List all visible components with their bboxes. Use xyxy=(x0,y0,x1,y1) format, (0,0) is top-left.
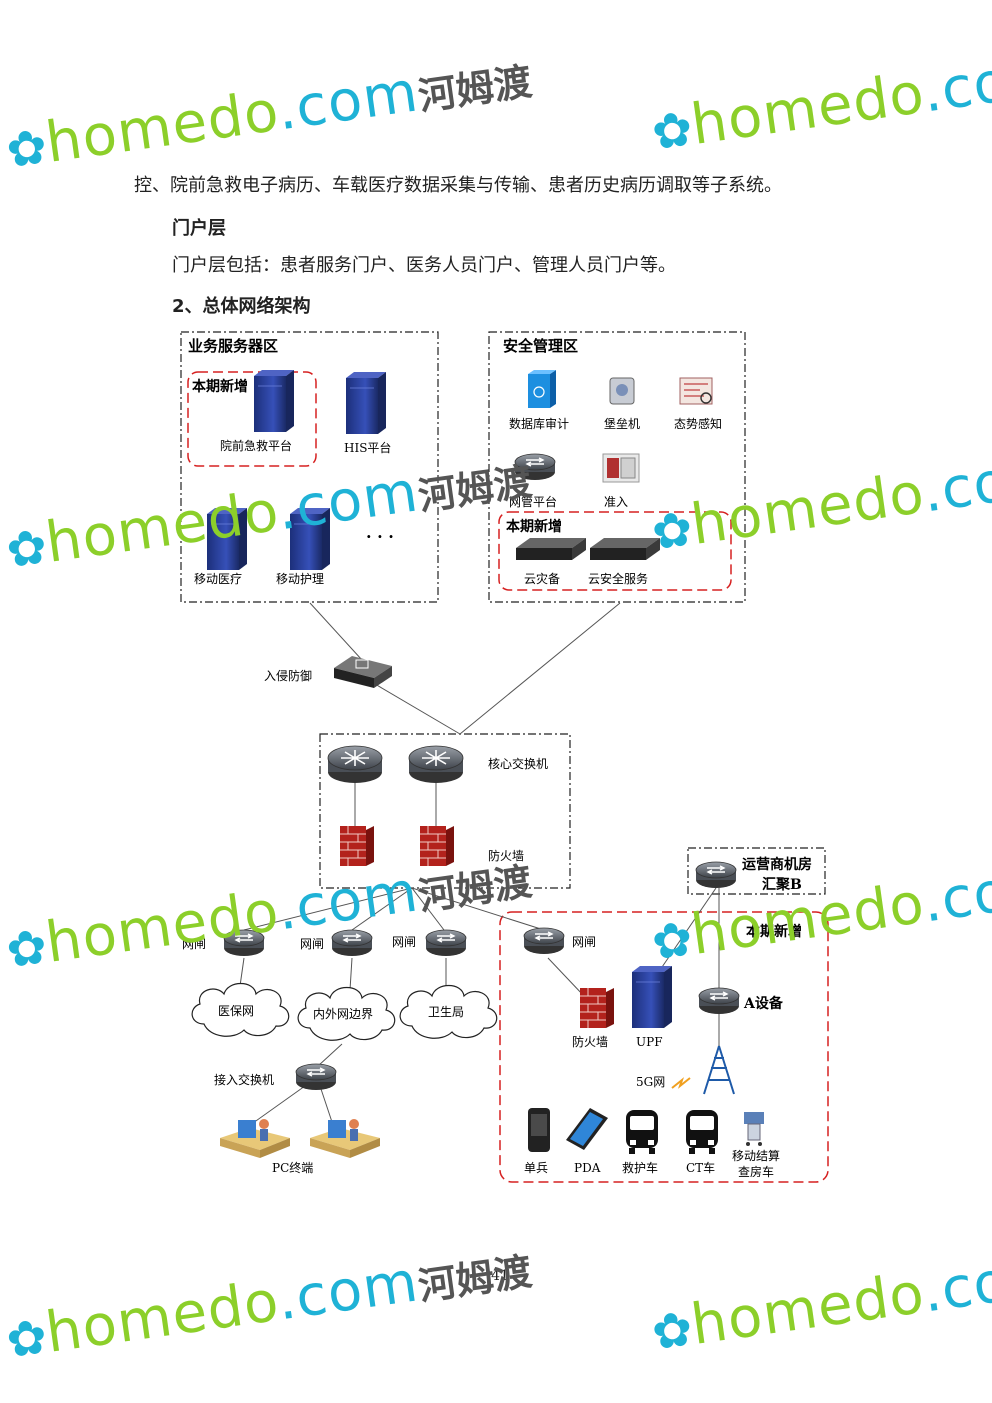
pc-terminal-label: PC终端 xyxy=(272,1160,313,1175)
core-switch-1-icon xyxy=(327,745,383,784)
pc-terminal-2-icon xyxy=(310,1119,380,1158)
gateway-2-icon xyxy=(331,929,373,957)
ips-appliance-icon xyxy=(334,656,392,688)
boundary-label: 内外网边界 xyxy=(313,1007,373,1021)
firewall-1-icon xyxy=(339,825,375,867)
signal-bolt-icon xyxy=(671,1077,691,1089)
netmgmt-router-icon xyxy=(514,453,556,481)
db-audit-icon xyxy=(528,370,556,408)
mobile-medical-label: 移动医疗 xyxy=(194,572,242,586)
cloud-security-appliance-icon xyxy=(590,538,660,560)
operator-router-icon xyxy=(695,861,737,889)
zone-security-label: 安全管理区 xyxy=(503,337,578,355)
upf-label: UPF xyxy=(636,1035,663,1049)
firewall-2-icon xyxy=(419,825,455,867)
bastion-icon xyxy=(609,377,635,405)
paragraph-continuation: 控、院前急救电子病历、车载医疗数据采集与传输、患者历史病历调取等子系统。 xyxy=(134,175,782,196)
gateway-1-label: 网闸 xyxy=(182,937,206,951)
firewall-5g-icon xyxy=(579,987,615,1029)
paragraph-portal-layer: 门户层包括：患者服务门户、医务人员门户、管理人员门户等。 xyxy=(172,255,676,276)
operator-label-line1: 运营商机房 xyxy=(742,856,812,873)
situation-awareness-icon xyxy=(679,377,713,405)
operator-box xyxy=(687,847,826,895)
prehospital-label: 院前急救平台 xyxy=(220,438,292,453)
mobile-cart-icon xyxy=(744,1112,764,1146)
cloud-security-label: 云安全服务 xyxy=(588,571,648,586)
gateway-3-label: 网闸 xyxy=(392,935,416,949)
netmgmt-label: 网管平台 xyxy=(509,494,557,509)
gateway-4-icon xyxy=(523,927,565,955)
heading-network-architecture: 2、总体网络架构 xyxy=(172,296,311,317)
gateway-4-label: 网闸 xyxy=(572,935,596,949)
new-label-business: 本期新增 xyxy=(192,378,248,395)
mobile-medical-server-icon xyxy=(206,507,248,571)
firewall-label: 防火墙 xyxy=(488,848,524,863)
ips-label: 入侵防御 xyxy=(264,668,312,683)
pda-label: PDA xyxy=(574,1161,601,1175)
cloud-backup-appliance-icon xyxy=(516,538,586,560)
his-label: HIS平台 xyxy=(344,440,391,455)
a-device-label: A设备 xyxy=(743,995,784,1012)
firewall-5g-label: 防火墙 xyxy=(572,1034,608,1049)
health-bureau-label: 卫生局 xyxy=(428,1005,464,1019)
soldier-device-icon xyxy=(528,1108,550,1152)
cart-label-line2: 查房车 xyxy=(738,1164,774,1179)
ambulance-icon xyxy=(626,1110,658,1154)
new-box-business xyxy=(187,371,317,467)
a-device-router-icon xyxy=(698,987,740,1015)
gateway-3-icon xyxy=(425,929,467,957)
mobile-nursing-label: 移动护理 xyxy=(276,572,324,586)
ambulance-label: 救护车 xyxy=(622,1160,658,1175)
access-switch-label: 接入交换机 xyxy=(214,1072,274,1087)
operator-label-line2: 汇聚B xyxy=(762,877,802,893)
new-box-5g xyxy=(499,911,829,1183)
pda-device-icon xyxy=(566,1108,608,1150)
heading-portal-layer: 门户层 xyxy=(172,218,226,239)
upf-server-icon xyxy=(631,965,673,1029)
situation-label: 态势感知 xyxy=(674,416,722,431)
ct-vehicle-icon xyxy=(686,1110,718,1154)
mobile-nursing-server-icon xyxy=(289,507,331,571)
connection-lines xyxy=(239,602,720,1129)
access-switch-icon xyxy=(295,1063,337,1091)
security-zone-box xyxy=(488,331,746,603)
access-control-icon xyxy=(602,453,640,483)
core-zone-box xyxy=(319,733,571,889)
5g-label: 5G网 xyxy=(636,1075,665,1089)
new-label-security: 本期新增 xyxy=(506,518,562,535)
core-switch-label: 核心交换机 xyxy=(488,756,548,771)
medical-insurance-label: 医保网 xyxy=(218,1004,254,1018)
db-audit-label: 数据库审计 xyxy=(509,416,569,431)
ellipsis: · · · xyxy=(366,527,394,546)
bastion-label: 堡垒机 xyxy=(604,416,640,431)
ct-label: CT车 xyxy=(686,1160,715,1175)
new-label-5g: 本期新增 xyxy=(746,923,802,940)
cloud-backup-label: 云灾备 xyxy=(524,571,560,586)
prehospital-server-icon xyxy=(253,369,295,433)
soldier-label: 单兵 xyxy=(524,1161,548,1175)
zone-business-label: 业务服务器区 xyxy=(188,337,278,355)
business-server-zone-box xyxy=(180,331,439,603)
gateway-2-label: 网闸 xyxy=(300,937,324,951)
5g-tower-icon xyxy=(703,1045,735,1095)
access-label: 准入 xyxy=(604,495,628,509)
new-box-security xyxy=(498,511,732,591)
page-number: 41 xyxy=(491,1268,509,1284)
cart-label-line1: 移动结算 xyxy=(732,1148,780,1163)
his-server-icon xyxy=(345,371,387,435)
core-switch-2-icon xyxy=(408,745,464,784)
gateway-1-icon xyxy=(223,929,265,957)
pc-terminal-1-icon xyxy=(220,1119,290,1158)
